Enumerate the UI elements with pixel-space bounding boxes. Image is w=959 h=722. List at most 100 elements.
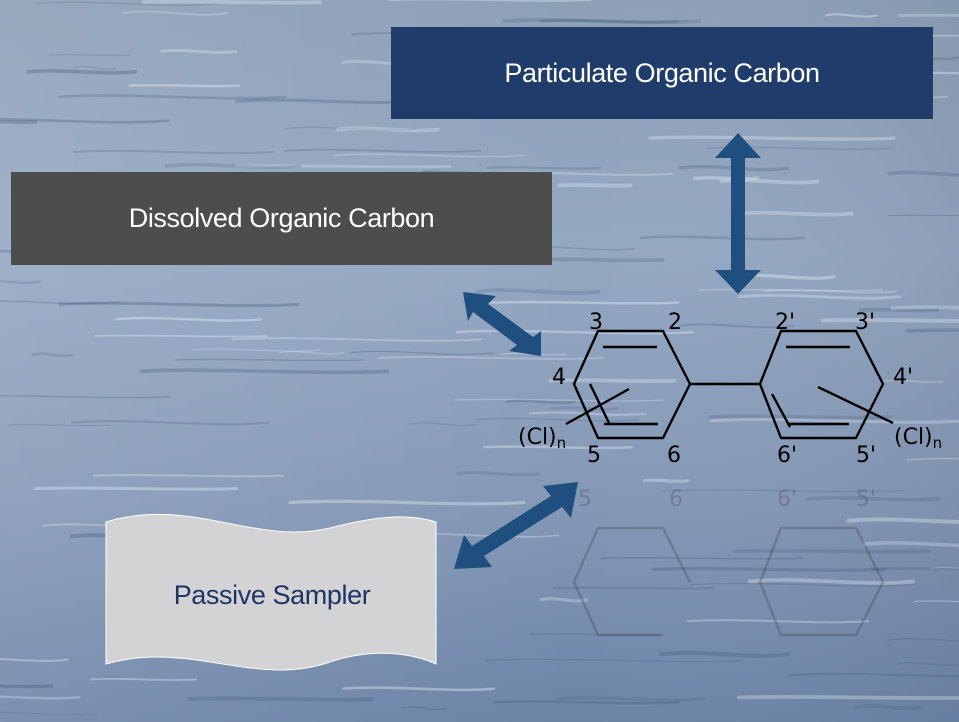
molecule-reflection: [572, 526, 885, 637]
water-ripple: [930, 566, 959, 570]
water-ripple: [454, 398, 665, 402]
water-ripple: [0, 279, 42, 285]
water-ripple: [377, 356, 605, 360]
water-ripple: [342, 686, 496, 692]
water-ripple: [686, 619, 870, 624]
water-ripple: [279, 350, 344, 355]
chlorine-substituent-right: (Cl)n: [894, 425, 942, 452]
water-ripple: [886, 170, 959, 177]
water-ripple: [789, 672, 959, 678]
water-ripple: [0, 695, 81, 700]
water-ripple: [659, 650, 791, 658]
water-ripple: [0, 711, 98, 716]
water-ripple: [896, 662, 959, 666]
position-label-4-prime: 4': [893, 365, 913, 390]
water-ripple: [70, 420, 269, 426]
right-benzene-ring: [758, 329, 885, 440]
water-ripple: [93, 474, 285, 478]
water-ripple: [898, 13, 959, 18]
water-ripple: [476, 417, 639, 422]
water-ripple: [128, 83, 241, 88]
water-ripple: [887, 638, 959, 642]
water-ripple: [483, 445, 634, 450]
position-label-4: 4: [552, 365, 566, 390]
water-ripple: [33, 486, 239, 491]
passive-sampler-shape: [105, 513, 437, 671]
water-ripple: [0, 395, 171, 399]
water-ripple: [539, 597, 589, 603]
water-ripple: [557, 182, 633, 188]
water-ripple: [121, 10, 229, 16]
passive-sampler-label-box: Passive Sampler: [106, 560, 438, 630]
water-ripple: [858, 307, 940, 313]
water-ripple: [677, 323, 795, 329]
water-ripple: [0, 117, 170, 124]
double-arrow-doc: [463, 292, 541, 356]
water-ripple: [493, 700, 680, 705]
water-ripple: [846, 517, 959, 524]
water-ripple: [888, 214, 959, 217]
water-ripple: [734, 548, 931, 554]
water-ripple: [486, 166, 601, 170]
position-label-6-prime: 6': [777, 443, 797, 468]
water-ripple: [890, 305, 959, 311]
water-ripple: [762, 289, 898, 294]
water-ripple: [190, 348, 320, 352]
position-label-6: 6: [667, 443, 681, 468]
water-ripple: [139, 368, 390, 375]
water-ripple: [747, 578, 915, 585]
water-ripple: [528, 633, 661, 636]
water-ripple: [187, 696, 374, 702]
particulate-organic-carbon-box: Particulate Organic Carbon: [391, 27, 933, 119]
svg-text:6': 6': [777, 487, 797, 512]
position-label-5: 5: [587, 443, 601, 468]
water-ripple: [333, 153, 525, 158]
water-ripple: [501, 18, 701, 25]
water-ripple: [231, 337, 483, 342]
passive-sampler-label: Passive Sampler: [173, 579, 371, 610]
water-ripple: [58, 301, 300, 308]
dissolved-organic-carbon-box: Dissolved Organic Carbon: [11, 172, 552, 265]
water-ripple: [489, 300, 680, 305]
water-ripple: [58, 94, 287, 100]
svg-text:5: 5: [578, 487, 592, 512]
water-ripple: [548, 378, 677, 384]
water-ripple: [73, 66, 118, 70]
water-ripple: [174, 358, 364, 362]
position-label-2-prime: 2': [775, 310, 795, 335]
svg-text:5': 5': [856, 487, 876, 512]
water-ripple: [882, 379, 944, 383]
water-ripple: [0, 657, 69, 662]
water-ripple: [389, 0, 592, 2]
water-ripple: [283, 126, 417, 131]
water-ripple: [709, 417, 959, 424]
water-ripple: [476, 288, 601, 295]
water-ripple: [234, 164, 452, 169]
water-ripple: [94, 334, 268, 338]
water-ripple: [805, 496, 941, 502]
water-ripple: [0, 300, 121, 305]
water-ripple: [455, 471, 540, 477]
water-ripple: [26, 69, 138, 75]
cl-bond-right: [817, 385, 894, 425]
water-ripple: [738, 293, 902, 300]
water-ripple: [825, 13, 878, 18]
dissolved-organic-carbon-label: Dissolved Organic Carbon: [128, 203, 435, 233]
water-ripple: [736, 694, 959, 700]
svg-text:6: 6: [669, 487, 683, 512]
water-ripple: [639, 235, 806, 241]
double-arrow-sampler: [454, 482, 578, 569]
water-ripple: [31, 352, 75, 358]
water-ripple: [35, 1, 217, 6]
pcb-molecule: 3 2 4 5 6 2' 3' 4' 6' 5' (Cl)n (Cl)n: [518, 310, 942, 468]
water-ripple: [906, 458, 959, 461]
water-ripple: [7, 423, 109, 427]
water-ripple: [553, 586, 715, 590]
water-ripple: [905, 328, 959, 333]
water-ripple: [642, 478, 690, 483]
water-ripple: [661, 489, 905, 493]
water-ripple: [0, 684, 53, 689]
water-ripple: [505, 399, 576, 404]
